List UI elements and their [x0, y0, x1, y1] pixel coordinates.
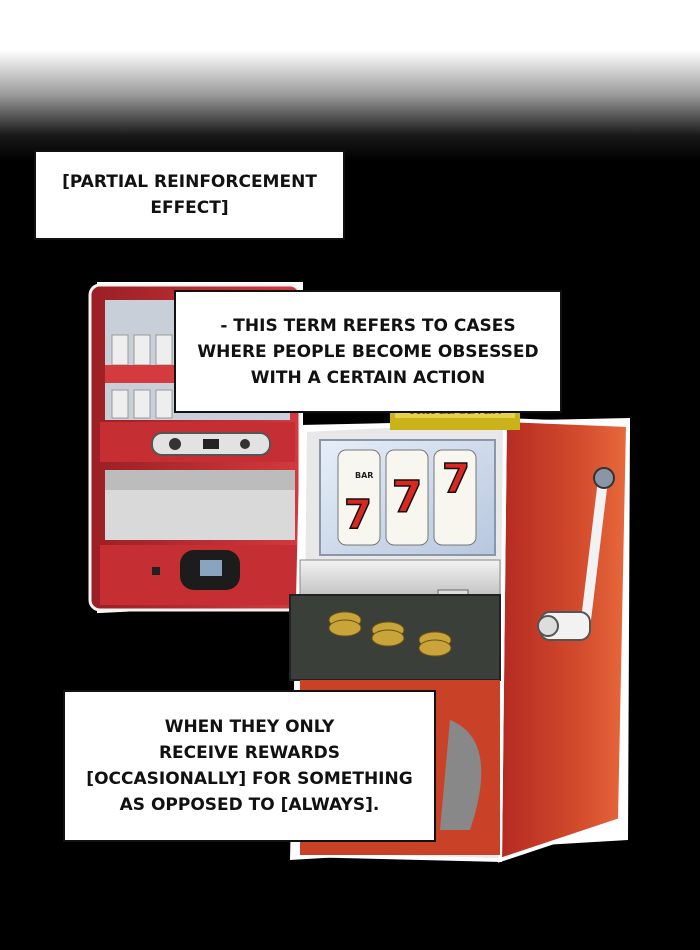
caption-partial-reinforcement: [PARTIAL REINFORCEMENT EFFECT]	[34, 150, 345, 240]
caption-rewards-explanation: WHEN THEY ONLY RECEIVE REWARDS [OCCASION…	[63, 690, 436, 842]
caption-line: WHEN THEY ONLY	[164, 717, 335, 737]
caption-line: [OCCASIONALLY] FOR SOMETHING	[86, 769, 413, 789]
caption-line: WITH A CERTAIN ACTION	[250, 367, 486, 388]
reels: BAR 7 7 7	[337, 449, 477, 546]
reel-symbol-3: 7	[442, 456, 470, 502]
caption-term-definition: - THIS TERM REFERS TO CASES WHERE PEOPLE…	[174, 290, 562, 413]
caption-line: [PARTIAL REINFORCEMENT	[62, 172, 317, 192]
bar-symbol: BAR	[355, 471, 373, 480]
lever	[537, 467, 615, 641]
caption-line: - THIS TERM REFERS TO CASES	[220, 315, 516, 336]
caption-line: RECEIVE REWARDS	[158, 743, 341, 763]
caption-line: AS OPPOSED TO [ALWAYS].	[119, 795, 380, 815]
caption-line: WHERE PEOPLE BECOME OBSESSED	[197, 341, 539, 362]
caption-line: EFFECT]	[150, 198, 229, 218]
reel-symbol-1: 7	[344, 492, 372, 538]
reel-symbol-2: 7	[392, 472, 423, 523]
